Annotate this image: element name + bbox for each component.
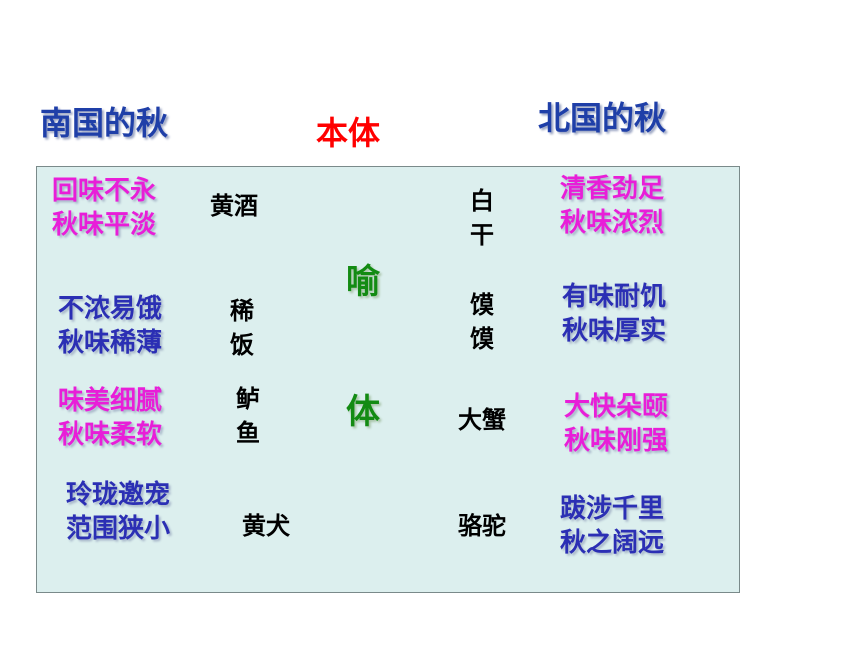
- north-feeling-2: 有味耐饥 秋味厚实: [562, 280, 666, 348]
- north-item-2: 馍 馍: [470, 288, 494, 356]
- north-item-1: 白 干: [470, 184, 494, 252]
- north-autumn-heading: 北国的秋: [538, 99, 667, 137]
- south-feeling-3-line-1: 味美细腻: [58, 386, 163, 416]
- south-feeling-3-line-2: 秋味柔软: [58, 420, 163, 450]
- south-feeling-4-line-1: 玲珑邀宠: [66, 480, 171, 510]
- south-item-3-char-2: 鱼: [236, 419, 260, 447]
- south-feeling-1: 回味不永 秋味平淡: [52, 174, 156, 242]
- north-item-1-char-1: 白: [470, 187, 494, 215]
- north-feeling-1: 清香劲足 秋味浓烈: [560, 172, 664, 240]
- north-feeling-4: 跋涉千里 秋之阔远: [560, 492, 664, 560]
- north-item-4: 骆驼: [458, 512, 506, 540]
- south-item-2: 稀 饭: [230, 294, 254, 362]
- north-feeling-4-line-1: 跋涉千里: [560, 494, 665, 524]
- north-item-2-char-2: 馍: [470, 325, 494, 353]
- south-item-1: 黄酒: [210, 192, 258, 220]
- comparison-panel: [36, 166, 740, 593]
- north-feeling-3: 大快朵颐 秋味刚强: [564, 390, 668, 458]
- south-feeling-1-line-1: 回味不永: [52, 176, 157, 206]
- ontology-heading: 本体: [316, 114, 381, 152]
- south-feeling-3: 味美细腻 秋味柔软: [58, 384, 162, 452]
- south-item-3-char-1: 鲈: [236, 385, 260, 413]
- south-feeling-4: 玲珑邀宠 范围狭小: [66, 478, 170, 546]
- south-item-4: 黄犬: [242, 512, 290, 540]
- south-feeling-4-line-2: 范围狭小: [66, 514, 171, 544]
- south-feeling-1-line-2: 秋味平淡: [52, 210, 157, 240]
- south-autumn-heading: 南国的秋: [40, 104, 169, 142]
- north-feeling-2-line-2: 秋味厚实: [562, 316, 667, 346]
- south-feeling-2: 不浓易饿 秋味稀薄: [58, 292, 162, 360]
- vehicle-label-top: 喻: [346, 262, 380, 302]
- south-item-2-char-1: 稀: [230, 297, 254, 325]
- north-feeling-2-line-1: 有味耐饥: [562, 282, 667, 312]
- vehicle-label-bottom: 体: [346, 392, 380, 432]
- north-feeling-3-line-1: 大快朵颐: [564, 392, 669, 422]
- north-item-1-char-2: 干: [470, 221, 494, 249]
- south-item-2-char-2: 饭: [230, 331, 254, 359]
- south-item-3: 鲈 鱼: [236, 382, 260, 450]
- south-feeling-2-line-1: 不浓易饿: [58, 294, 163, 324]
- north-feeling-4-line-2: 秋之阔远: [560, 528, 665, 558]
- north-feeling-1-line-1: 清香劲足: [560, 174, 665, 204]
- south-feeling-2-line-2: 秋味稀薄: [58, 328, 163, 358]
- north-feeling-1-line-2: 秋味浓烈: [560, 208, 665, 238]
- north-item-2-char-1: 馍: [470, 291, 494, 319]
- north-feeling-3-line-2: 秋味刚强: [564, 426, 669, 456]
- north-item-3: 大蟹: [458, 406, 506, 434]
